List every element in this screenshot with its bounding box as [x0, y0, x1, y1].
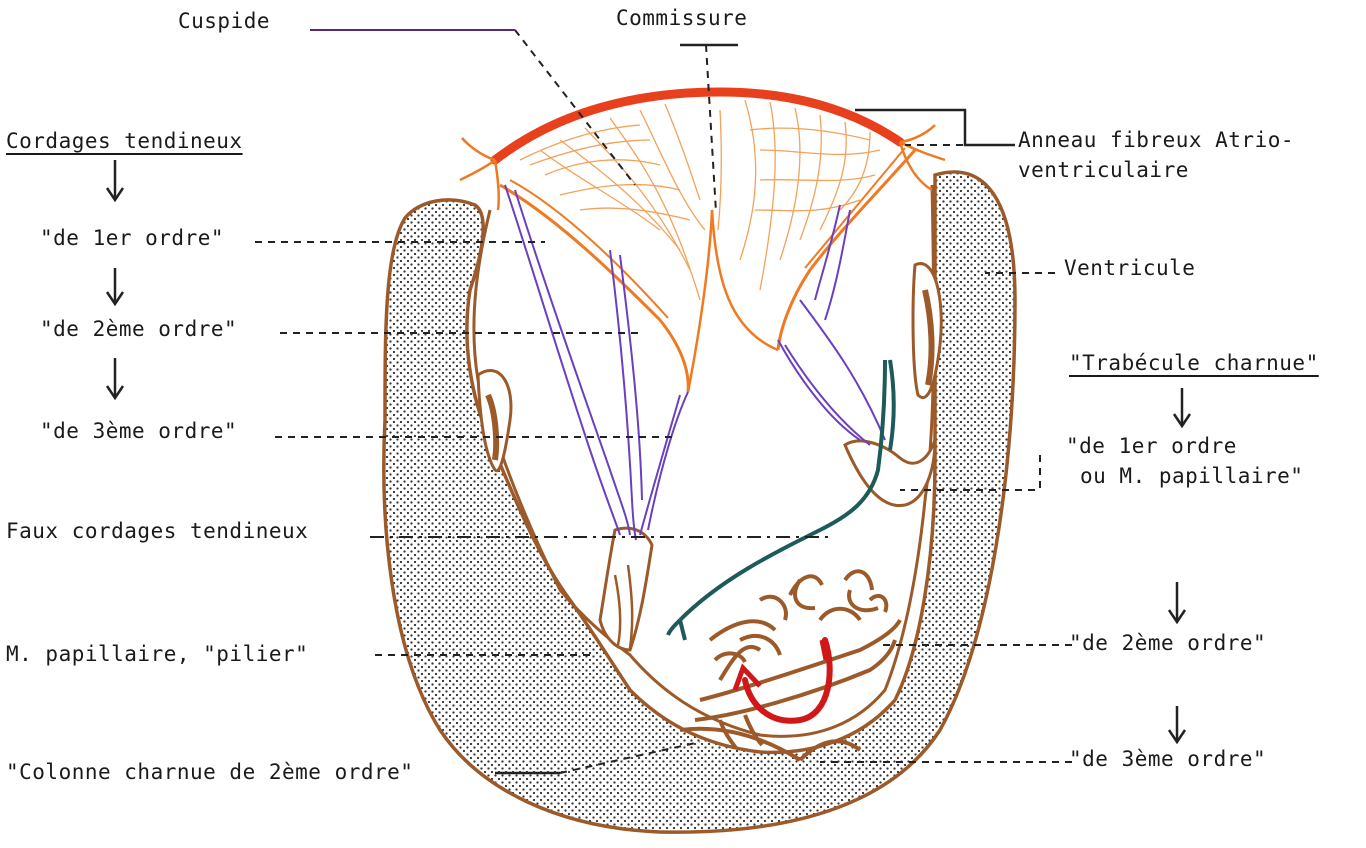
label-cordages-title: Cordages tendineux — [6, 128, 243, 154]
label-ventricule: Ventricule — [1064, 255, 1195, 281]
false-chordae — [668, 360, 894, 640]
label-cordages-1er: "de 1er ordre" — [40, 225, 224, 251]
label-papillaire: M. papillaire, "pilier" — [6, 641, 308, 667]
label-cordages-2eme: "de 2ème ordre" — [40, 316, 237, 342]
label-cordages-3eme: "de 3ème ordre" — [40, 418, 237, 444]
label-trabecule-title: "Trabécule charnue" — [1069, 350, 1319, 376]
label-anneau-line1: Anneau fibreux Atrio- — [1018, 127, 1294, 153]
label-colonne: "Colonne charnue de 2ème ordre" — [6, 759, 413, 785]
label-anneau-line2: ventriculaire — [1018, 157, 1189, 183]
chordae-tendineae — [505, 185, 885, 540]
mitral-cusps — [500, 100, 915, 392]
annulus-fibrous-ring — [495, 92, 900, 160]
label-trabecule-2eme: "de 2ème ordre" — [1069, 630, 1266, 656]
label-cuspide: Cuspide — [178, 8, 270, 34]
label-commissure: Commissure — [616, 5, 747, 31]
label-trabecule-3eme: "de 3ème ordre" — [1069, 746, 1266, 772]
label-faux-cordages: Faux cordages tendineux — [6, 518, 308, 544]
papillary-muscle-left — [600, 528, 652, 650]
label-trabecule-1er-line1: "de 1er ordre — [1066, 433, 1237, 459]
label-trabecule-1er-line2: ou M. papillaire" — [1080, 463, 1303, 489]
